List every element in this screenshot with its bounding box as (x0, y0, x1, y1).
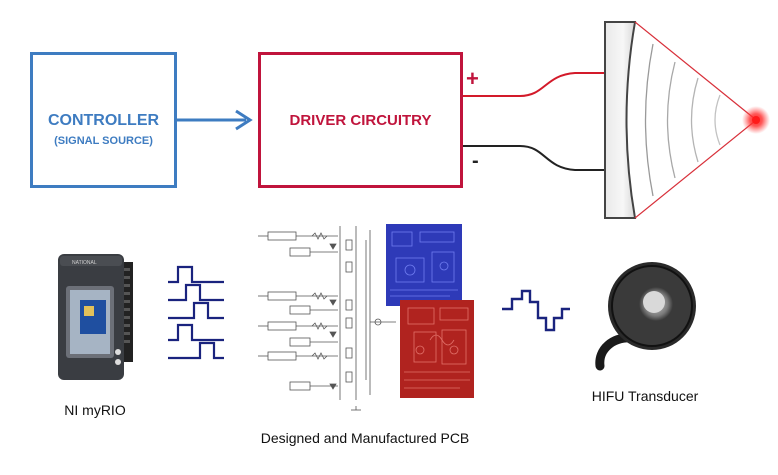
driver-title: DRIVER CIRCUITRY (289, 112, 432, 129)
controller-title: CONTROLLER (47, 112, 160, 129)
controller-subtitle: (SIGNAL SOURCE) (54, 135, 153, 147)
stepped-wave-icon (502, 289, 570, 332)
controller-block (30, 52, 177, 188)
myrio-device-icon: NATIONAL (58, 254, 133, 380)
positive-terminal-label: + (466, 66, 479, 91)
pcb-caption: Designed and Manufactured PCB (260, 430, 470, 446)
negative-terminal-label: - (472, 150, 479, 172)
driver-circuitry-block (258, 52, 463, 188)
pulse-train-icon (168, 265, 224, 360)
hifu-transducer-caption: HIFU Transducer (591, 388, 699, 404)
svg-text:NATIONAL: NATIONAL (72, 260, 97, 266)
pcb-board-icon (386, 224, 474, 398)
output-wires (463, 72, 608, 171)
schematic-icon (258, 226, 396, 411)
myrio-caption: NI myRIO (64, 402, 126, 418)
signal-arrow (177, 109, 253, 131)
transducer-lens-icon (604, 21, 770, 219)
hifu-transducer-icon (595, 262, 696, 371)
